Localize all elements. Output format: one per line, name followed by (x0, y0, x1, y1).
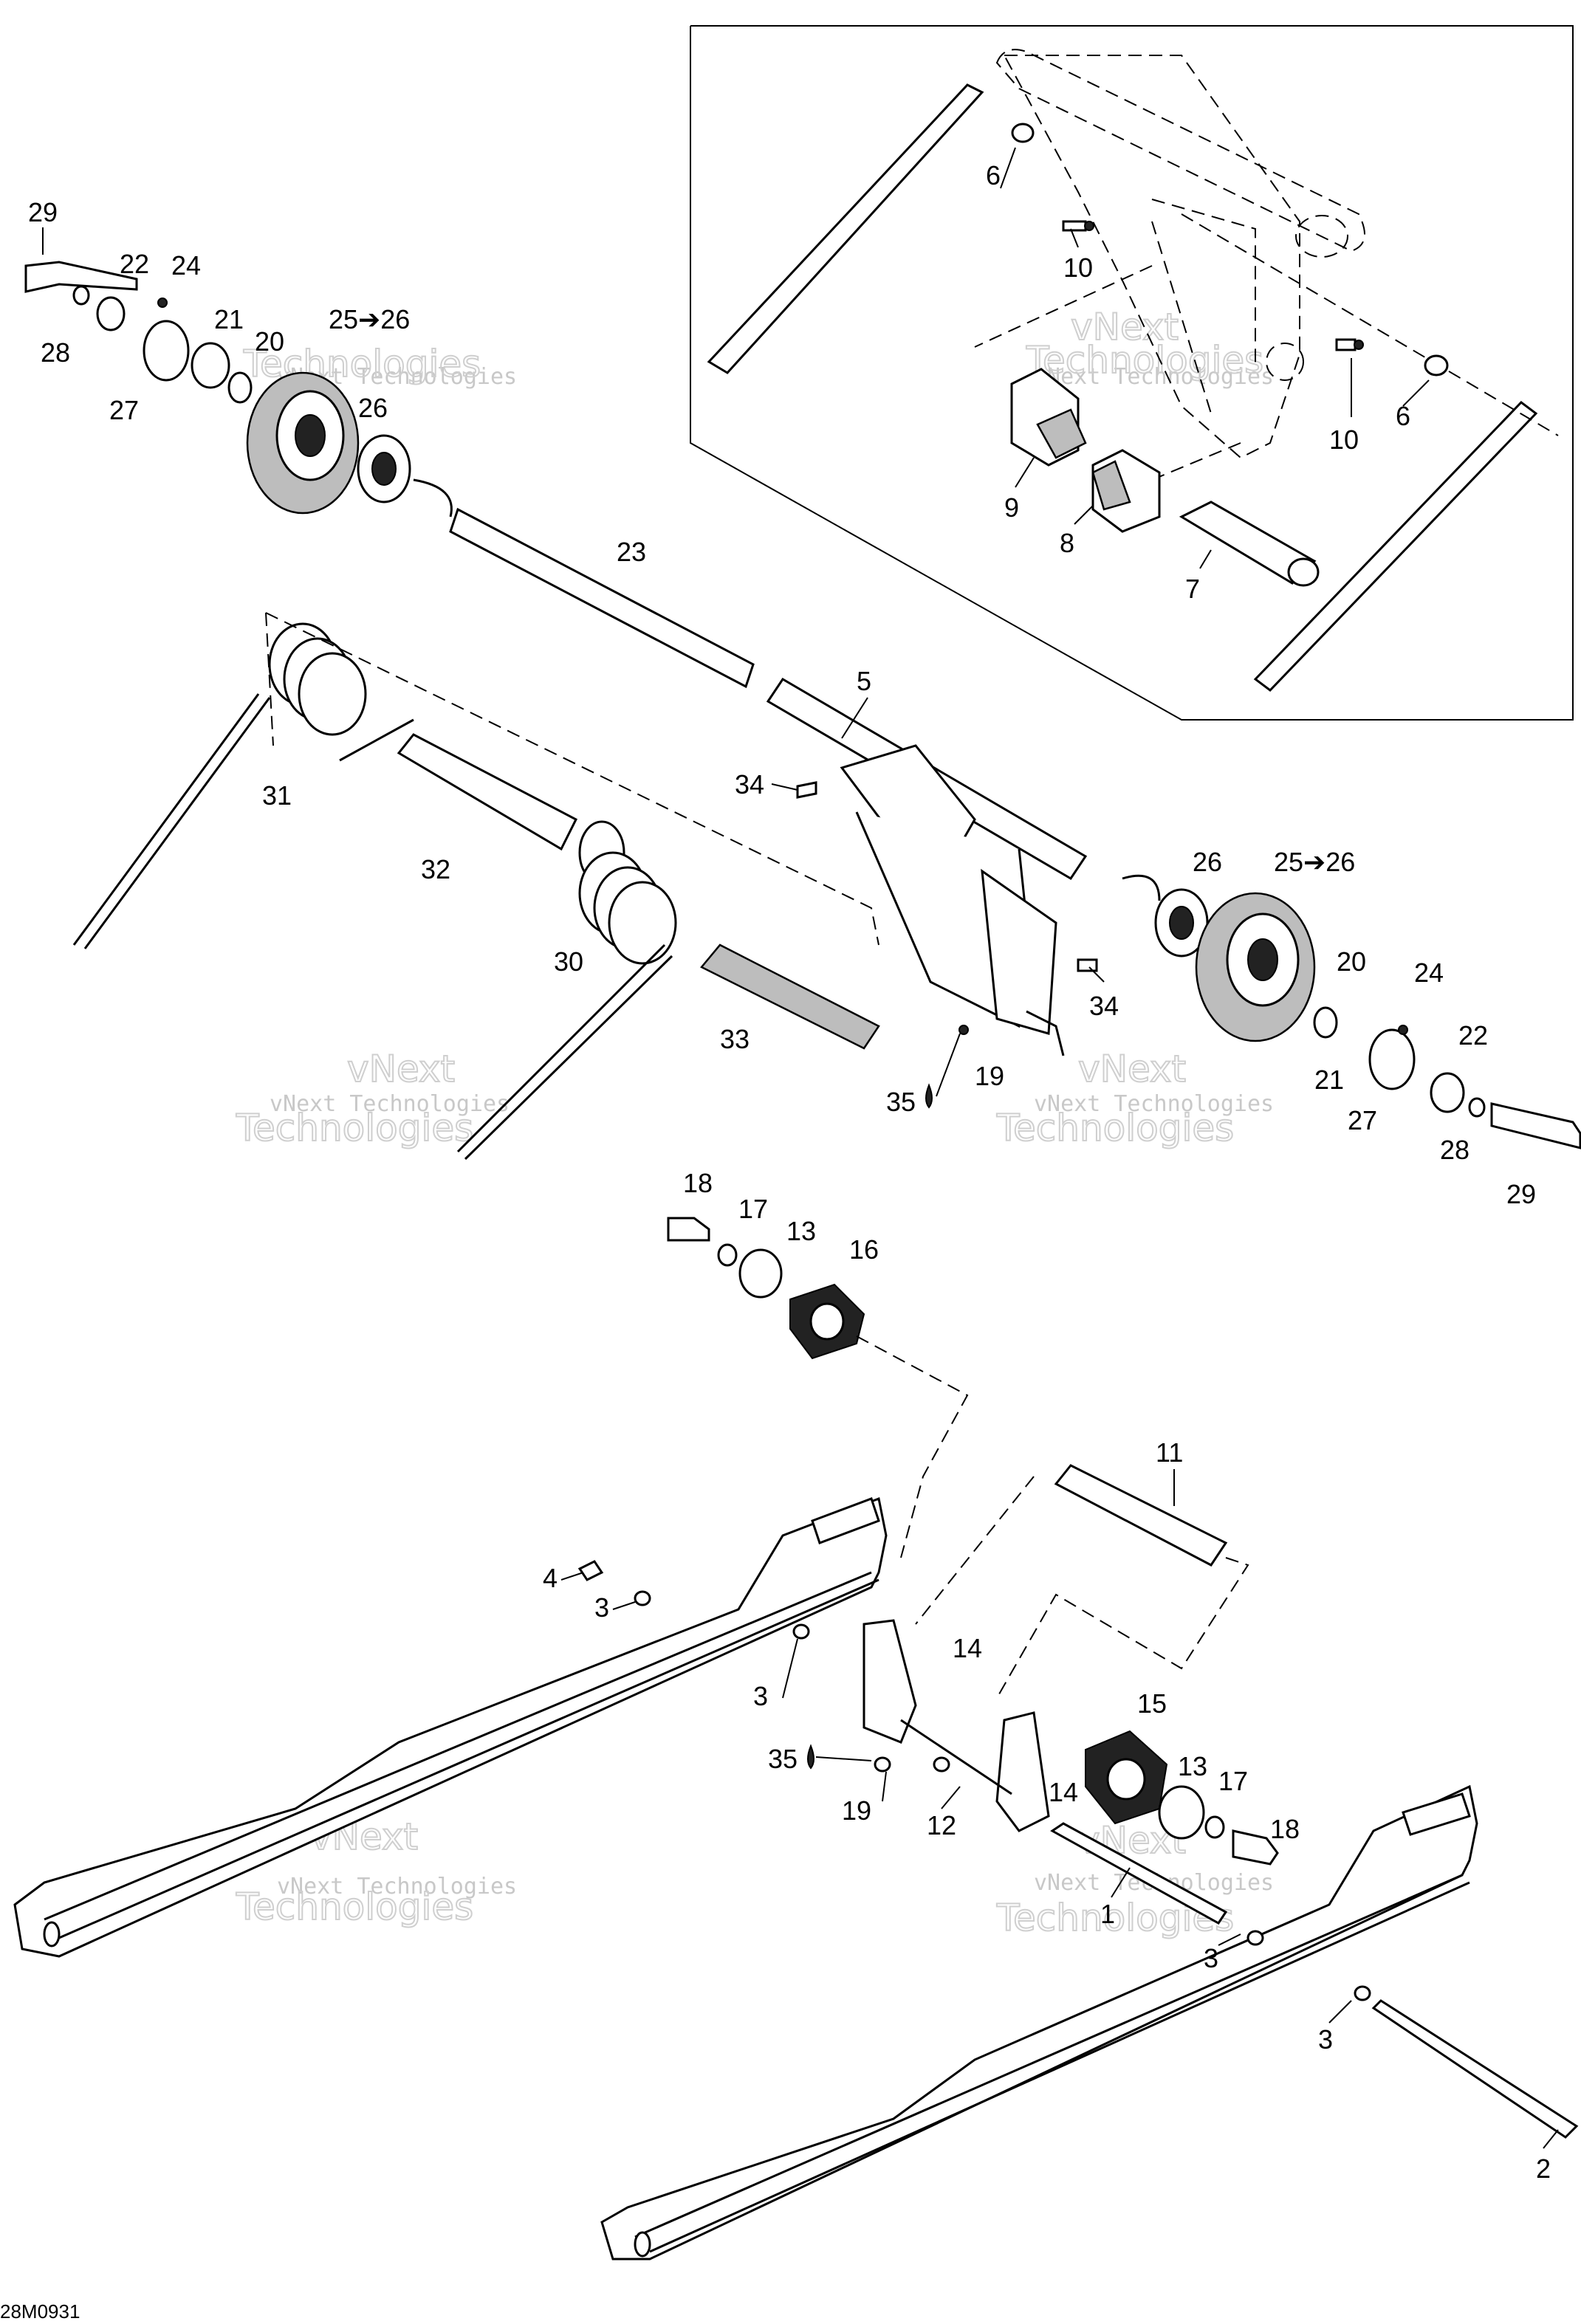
part-label: 27 (1348, 1105, 1377, 1135)
watermark-text: Technologies (236, 1107, 473, 1149)
part-label: 3 (753, 1681, 768, 1711)
shock-mount-parts-upper (667, 1217, 969, 1558)
part-label: 13 (1178, 1751, 1207, 1781)
part-label: 5 (857, 666, 871, 696)
leader-lines (42, 147, 1559, 2149)
part-label: 31 (262, 780, 292, 811)
watermark-text: Technologies (1026, 339, 1263, 382)
part-label: 12 (927, 1810, 956, 1840)
part-label: 23 (617, 537, 646, 567)
part-label: 18 (683, 1168, 713, 1198)
part-label: 14 (953, 1633, 982, 1663)
torsion-springs (72, 612, 880, 1161)
part-label: 3 (594, 1592, 609, 1623)
part-label: 32 (421, 854, 450, 884)
inset-arm-outline (974, 49, 1559, 481)
part-label: 16 (849, 1234, 879, 1265)
part-label: 29 (28, 197, 58, 227)
part-label: 11 (1156, 1437, 1183, 1468)
part-label: 13 (786, 1216, 816, 1246)
part-label: 17 (738, 1194, 768, 1224)
lubricant-drop-icon (925, 1083, 933, 1109)
right-wheel-assembly (1122, 874, 1581, 1149)
part-label: 34 (1089, 991, 1119, 1021)
watermark-text: vNext (1071, 306, 1179, 348)
watermark-text: vNext Technologies (270, 1091, 510, 1117)
part-label: 1 (1100, 1899, 1115, 1929)
inset-rails (707, 83, 1538, 692)
part-label: 3 (1204, 1943, 1218, 1973)
bracket-assembly (792, 1619, 1279, 1925)
part-label: 35 (768, 1744, 798, 1774)
part-label: 19 (975, 1061, 1004, 1091)
part-label: 27 (109, 395, 139, 425)
inset-frame (690, 25, 1574, 721)
part-label: 24 (1414, 958, 1444, 988)
part-label: 22 (120, 249, 149, 279)
part-label: 18 (1270, 1814, 1300, 1844)
part-label: 10 (1329, 424, 1359, 455)
part-label: 33 (720, 1024, 750, 1054)
right-slide-rail (600, 1784, 1579, 2261)
part-label: 6 (986, 160, 1001, 190)
part-label: 17 (1218, 1766, 1248, 1796)
part-label: 19 (842, 1795, 871, 1826)
part-label: 22 (1458, 1020, 1488, 1051)
diagram-code: 28M0931 (0, 2300, 80, 2323)
watermarks: vNext Technologies Technologies vNext Te… (235, 305, 1274, 1940)
pin-assembly (915, 1464, 1249, 1699)
watermark-text: vNext (1078, 1048, 1186, 1090)
lubricant-drop-icon (807, 1744, 814, 1770)
part-label: 6 (1396, 401, 1410, 431)
part-label: 25➔26 (329, 304, 410, 334)
part-labels: 29 22 24 21 20 25➔26 28 27 26 23 6 10 10… (28, 160, 1551, 2184)
part-label: 3 (1318, 2024, 1333, 2055)
part-label: 14 (1049, 1777, 1078, 1807)
part-label: 24 (171, 250, 201, 281)
watermark-text: vNext Technologies (277, 1874, 517, 1900)
part-label: 26 (1193, 847, 1222, 877)
watermark-text: vNext Technologies (1034, 364, 1274, 390)
part-label: 7 (1185, 574, 1200, 604)
part-label: 4 (543, 1563, 558, 1593)
part-label: 28 (41, 337, 70, 368)
part-label: 21 (214, 304, 244, 334)
watermark-text: vNext Technologies (1034, 1091, 1274, 1117)
axle (449, 507, 755, 689)
part-label: 2 (1536, 2153, 1551, 2184)
part-label: 10 (1063, 252, 1093, 283)
upper-left-wheel-assembly (24, 261, 453, 518)
part-label: 20 (255, 326, 284, 357)
watermark-text: Technologies (996, 1107, 1234, 1149)
part-label: 34 (735, 769, 764, 800)
part-label: 9 (1004, 492, 1019, 523)
part-label: 26 (358, 393, 388, 423)
part-label: 29 (1506, 1179, 1536, 1209)
part-label: 35 (886, 1087, 916, 1117)
left-slide-rail (13, 1496, 888, 1958)
part-label: 25➔26 (1274, 847, 1355, 877)
part-label: 30 (554, 946, 583, 977)
part-label: 15 (1137, 1688, 1167, 1719)
part-label: 28 (1440, 1135, 1469, 1165)
inset-parts (1010, 123, 1449, 587)
part-label: 20 (1337, 946, 1366, 977)
part-label: 21 (1314, 1065, 1344, 1095)
part-label: 8 (1060, 528, 1074, 558)
watermark-text: Technologies (236, 1885, 473, 1928)
watermark-text: vNext (347, 1048, 455, 1090)
